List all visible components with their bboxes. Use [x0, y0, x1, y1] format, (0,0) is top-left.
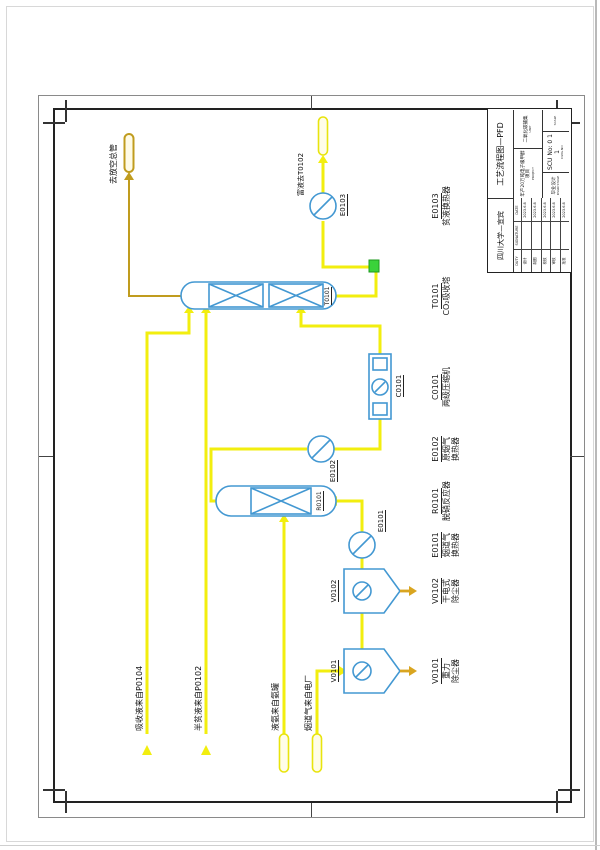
eqlist-t0101: T0101 CO₂吸收塔 [431, 276, 451, 316]
v0102-discharge-arrow [409, 586, 417, 596]
eqlist-e0103: E0103 贫液换热器 [431, 186, 451, 226]
arrow-vent [124, 172, 134, 180]
eqlist-e0102: E0102 原烟气换热器 [431, 436, 460, 462]
c0101-slash [374, 381, 386, 393]
t0101-shell-tag: T0101 [324, 286, 332, 306]
v0101-discharge [400, 669, 409, 673]
window-right-edge [595, 0, 597, 850]
sig-date: 2023.6.8 [532, 202, 537, 218]
sig-signature [550, 221, 561, 249]
sig-signature [540, 221, 551, 249]
titleblock-project: 年产20万吨电子级甲醇项目 PROJECT [514, 148, 543, 198]
e0102-tag: E0102 [329, 459, 338, 483]
sig-date: 2023.6.8 [523, 202, 527, 218]
page-edge [6, 6, 594, 842]
process-pipes [145, 161, 382, 734]
v0102-internal-slash [355, 584, 369, 598]
v0101-internal-slash [355, 664, 369, 678]
drawing-sheet: 吸收液来自P0104 半贫液来自P0102 液氨来自氨罐 烟道气来自电厂 去放空… [38, 95, 585, 818]
stream-label-rich-out: 富液去T0102 [297, 152, 305, 197]
titleblock-drawing-title: 工艺流程图—PFD [488, 110, 514, 198]
stream-label-vent: 去放空总管 [109, 144, 118, 184]
titleblock-drawing-no: SCU No: 0 1 1 DWG.NO [543, 131, 569, 172]
c0101-stage1 [372, 402, 388, 416]
arrow-semilean-start [201, 745, 211, 755]
pipe-e0101-r0101 [337, 499, 364, 532]
t0101-packing2-x2 [268, 283, 324, 308]
eqlist-r0101: R0101 脱硝反应器 [431, 481, 451, 521]
v0102-body [343, 568, 401, 614]
r0101-shell-tag: R0101 [316, 491, 324, 511]
stream-flag [368, 259, 380, 273]
dust-discharges [400, 586, 417, 676]
e0101-tag: E0101 [377, 509, 386, 533]
sig-duty: 审核 [550, 249, 561, 272]
arrow-absorbent-into-t0101 [184, 306, 194, 313]
sig-duty: 制图 [530, 249, 541, 272]
sig-header-duty: DUTY [514, 249, 521, 272]
pipe-e0102-c0101 [334, 419, 382, 451]
sig-duty: 批准 [560, 249, 569, 272]
titleblock-unit: 二氧化碳捕集 UNIT [514, 110, 543, 148]
title-block: 四川大学—宜宾 工艺流程图—PFD DUTY SIGNATURE DATE 设计… [487, 108, 572, 273]
connector-ammonia [278, 733, 290, 773]
sig-signature [530, 221, 541, 249]
sig-header-date: DATE [515, 205, 519, 215]
sig-date: 2023.6.8 [562, 202, 567, 218]
e0103-slash [313, 196, 333, 216]
eqlist-v0101: V0101 重力除尘器 [431, 658, 460, 684]
e0103-tag: E0103 [339, 193, 348, 217]
pipe-vent [128, 176, 181, 297]
c0101-tag: C0101 [395, 374, 404, 398]
v0102-tag: V0102 [330, 579, 339, 603]
sig-duty: 校核 [540, 249, 551, 272]
connector-rich-out [317, 116, 329, 156]
v0101-tag: V0101 [330, 659, 339, 683]
t0101-packing1-x2 [208, 283, 264, 308]
sig-date: 2023.6.8 [542, 202, 547, 218]
stream-label-semilean: 半贫液来自P0102 [194, 665, 203, 731]
e0102-slash [311, 439, 331, 459]
sig-signature [560, 221, 569, 249]
titleblock-scale: SCALE [553, 115, 558, 126]
arrow-absorbent-start [142, 745, 152, 755]
offpage-connectors [278, 116, 329, 773]
connector-fluegas [311, 733, 323, 773]
titleblock-organization: 四川大学—宜宾 [488, 198, 514, 272]
pipe-fluegas-inlet [315, 669, 342, 734]
pipe-absorbent-feed [145, 313, 191, 734]
v0102-discharge [400, 589, 409, 593]
arrow-into-v0101 [339, 666, 347, 676]
arrow-ammonia-into-r0101 [279, 514, 289, 522]
equipment-symbols [180, 192, 401, 694]
stream-label-fluegas: 烟道气来自电厂 [304, 675, 313, 731]
window-bottom-edge [0, 845, 600, 846]
arrow-rich-out [318, 155, 328, 163]
sig-date: 2023.6.8 [552, 202, 557, 218]
v0101-body [343, 648, 401, 694]
stream-label-absorbent: 吸收液来自P0104 [135, 665, 144, 731]
pipe-c0101-t0101 [299, 313, 382, 354]
connector-vent [123, 133, 135, 173]
pfd-graphics [123, 116, 417, 773]
e0101-slash [352, 535, 372, 555]
sig-signature [521, 221, 531, 249]
c0101-stage2 [372, 357, 388, 371]
r0101-packing-x2 [250, 487, 312, 515]
eqlist-c0101: C0101 两级压缩机 [431, 367, 451, 407]
sig-duty: 设计 [521, 249, 531, 272]
titleblock-stage: 毕业设计 DSGN STAGE [543, 172, 569, 198]
v0101-discharge-arrow [409, 666, 417, 676]
vent-line-group [123, 133, 181, 297]
stream-label-ammonia: 液氨来自氨罐 [271, 683, 280, 731]
sig-header-signature: SIGNATURE [514, 221, 521, 249]
